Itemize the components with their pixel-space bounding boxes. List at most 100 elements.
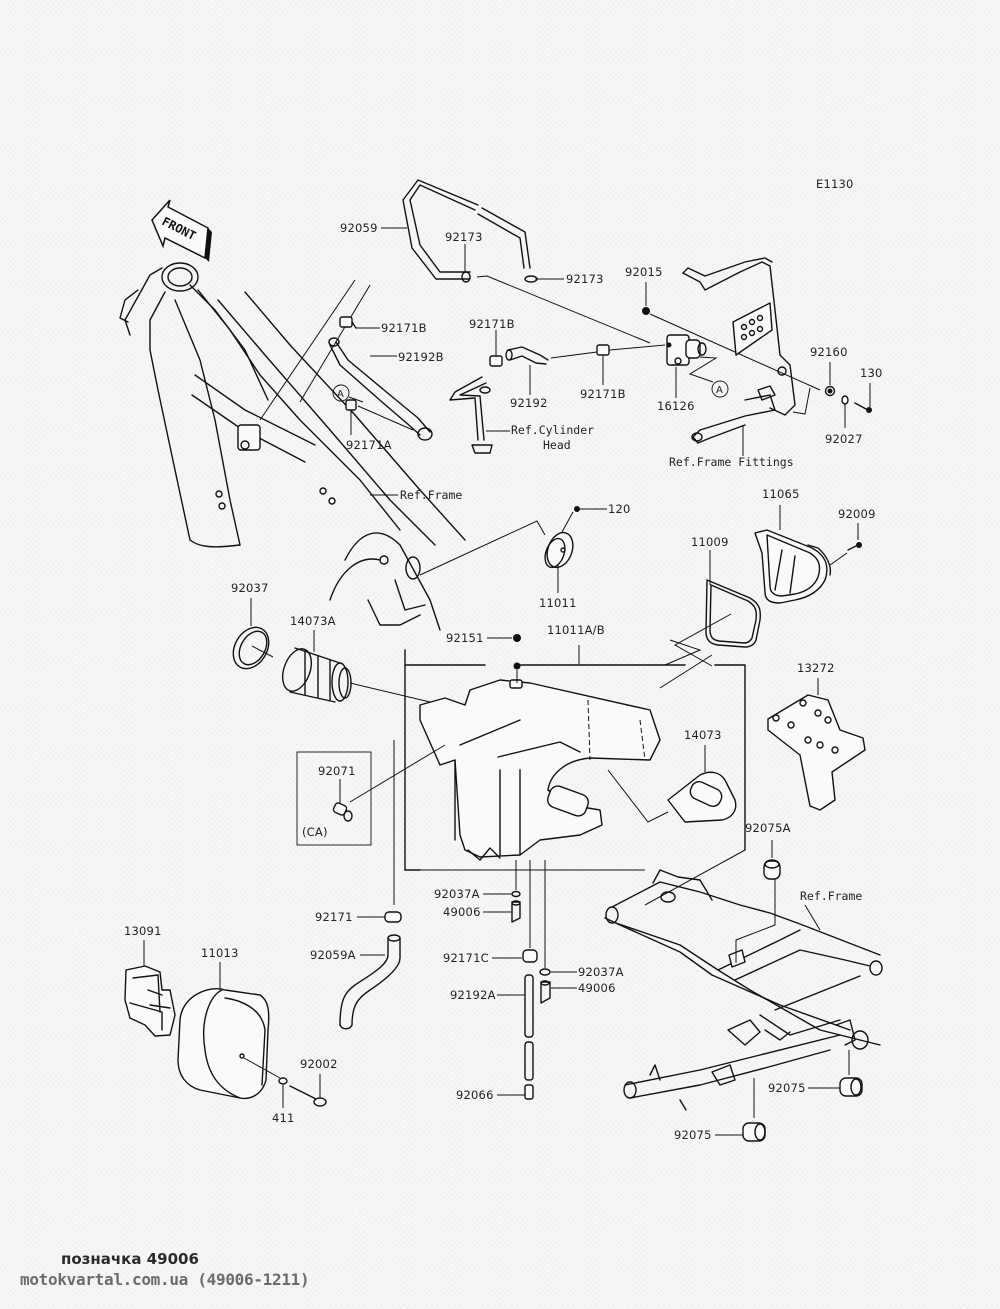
nut-92015 — [642, 307, 650, 315]
bolt-130 — [854, 402, 867, 410]
frame-13091 — [124, 965, 176, 1037]
callout-a-right-label: A — [716, 385, 723, 396]
label-92075-a: 92075 — [768, 1081, 806, 1095]
clip-92173-a — [461, 271, 471, 283]
label-92151: 92151 — [446, 631, 484, 645]
label-120: 120 — [608, 502, 631, 516]
gasket-11009 — [705, 579, 761, 648]
label-92171: 92171 — [315, 910, 353, 924]
label-411: 411 — [272, 1111, 295, 1125]
plug-14073 — [667, 771, 737, 823]
label-ref-frame-top: Ref.Frame — [400, 488, 462, 502]
rear-subframe — [604, 869, 883, 1111]
front-arrow-icon: FRONT — [151, 199, 212, 262]
bushing-92075A — [763, 859, 781, 880]
holder-11065 — [754, 529, 832, 604]
label-11011: 11011 — [539, 596, 577, 610]
label-92192B: 92192B — [398, 350, 444, 364]
clamp-92171B-a — [339, 316, 357, 329]
label-92037: 92037 — [231, 581, 269, 595]
footer-note: позначка 49006 — [61, 1250, 199, 1268]
callout-a-right — [711, 380, 729, 398]
hose-92059 — [402, 179, 531, 280]
screw-120 — [574, 506, 580, 512]
airbox-11011AB — [404, 649, 746, 871]
label-92171B-c: 92171B — [580, 387, 626, 401]
duct-14073A — [281, 647, 352, 703]
label-92015: 92015 — [625, 265, 663, 279]
plug-92037A-a — [511, 890, 521, 898]
main-frame — [119, 262, 466, 631]
callout-a-left-label: A — [337, 389, 344, 400]
clamp-92037 — [232, 626, 270, 670]
bolt-92151 — [513, 662, 521, 670]
cap-49006-a — [511, 901, 521, 923]
plate-13272 — [767, 694, 866, 811]
element-11013 — [177, 988, 270, 1100]
clamp-92171 — [384, 911, 402, 923]
label-ref-cylinder-head-1: Ref.Cylinder — [511, 423, 594, 437]
bushing-92075-b — [742, 1122, 766, 1142]
label-92009: 92009 — [838, 507, 876, 521]
hose-92192 — [505, 346, 549, 365]
label-92037A-b: 92037A — [578, 965, 624, 979]
hose-92059A — [339, 934, 401, 1030]
label-11065: 11065 — [762, 487, 800, 501]
label-92192A: 92192A — [450, 988, 496, 1002]
valve-16126 — [666, 334, 707, 366]
plug-92066 — [524, 1084, 534, 1100]
label-92066: 92066 — [456, 1088, 494, 1102]
plug-92037A-b — [539, 968, 551, 976]
label-92027: 92027 — [825, 432, 863, 446]
label-92002: 92002 — [300, 1057, 338, 1071]
clamp-92171C — [522, 949, 538, 963]
label-49006-b: 49006 — [578, 981, 616, 995]
cap-11011 — [544, 531, 574, 569]
label-49006-a: 49006 — [443, 905, 481, 919]
label-ref-frame-fittings: Ref.Frame Fittings — [669, 455, 794, 469]
clamp-92171B-b — [489, 355, 503, 367]
label-16126: 16126 — [657, 399, 695, 413]
label-92075-b: 92075 — [674, 1128, 712, 1142]
fitting-92071 — [332, 802, 353, 822]
label-92075A: 92075A — [745, 821, 791, 835]
diagram-code: E1130 — [816, 177, 854, 191]
label-92059A: 92059A — [310, 948, 356, 962]
clamp-92171A — [345, 399, 357, 411]
label-ref-cylinder-head-2: Head — [543, 438, 571, 452]
label-92160: 92160 — [810, 345, 848, 359]
label-92192: 92192 — [510, 396, 548, 410]
label-130: 130 — [860, 366, 883, 380]
label-92171C: 92171C — [443, 951, 489, 965]
label-92171B-b: 92171B — [469, 317, 515, 331]
label-13272: 13272 — [797, 661, 835, 675]
label-92173-b: 92173 — [566, 272, 604, 286]
ca-box — [296, 751, 372, 846]
hose-92192A — [524, 974, 534, 1081]
label-92171B-a: 92171B — [381, 321, 427, 335]
label-14073: 14073 — [684, 728, 722, 742]
label-92059: 92059 — [340, 221, 378, 235]
washer-92027 — [841, 395, 849, 405]
label-92071: 92071 — [318, 764, 356, 778]
bushing-92075-a — [839, 1077, 863, 1097]
cylinder-head-pipe — [449, 376, 493, 454]
hose-92192B — [328, 337, 433, 441]
footer-site: motokvartal.com.ua (49006-1211) — [20, 1270, 310, 1289]
label-92171A: 92171A — [346, 438, 392, 452]
bolt-92002 — [289, 1085, 319, 1101]
label-ca: (CA) — [302, 825, 328, 839]
label-11011AB: 11011A/B — [547, 623, 605, 637]
label-ref-frame-bottom: Ref.Frame — [800, 889, 862, 903]
clamp-92171B-c — [596, 344, 610, 356]
cap-49006-b — [540, 981, 551, 1004]
washer-411 — [278, 1077, 288, 1085]
label-11009: 11009 — [691, 535, 729, 549]
label-92173-a: 92173 — [445, 230, 483, 244]
label-13091: 13091 — [124, 924, 162, 938]
label-92037A-a: 92037A — [434, 887, 480, 901]
label-14073A: 14073A — [290, 614, 336, 628]
label-11013: 11013 — [201, 946, 239, 960]
callout-a-left — [332, 384, 350, 402]
